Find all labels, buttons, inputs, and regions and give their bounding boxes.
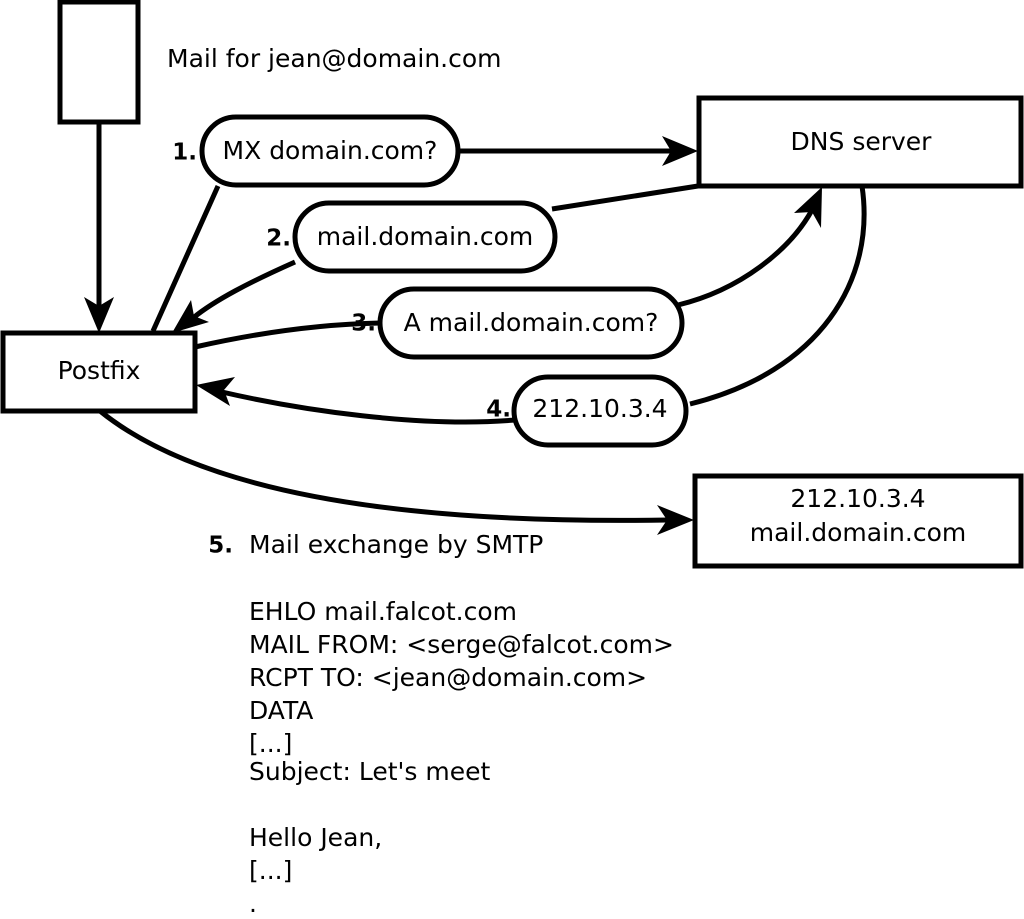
transcript-line: [...] xyxy=(249,729,292,758)
edge-step2-bubble-to-postfix xyxy=(172,259,297,333)
mail-client-box xyxy=(57,0,141,125)
step-4-label: 212.10.3.4 xyxy=(532,394,667,423)
step-3-number: 3. xyxy=(351,311,376,337)
step-3-label: A mail.domain.com? xyxy=(404,308,659,337)
arrow-head-icon xyxy=(794,187,822,228)
step-3: 3. A mail.domain.com? xyxy=(351,286,685,360)
step-2-number: 2. xyxy=(266,226,291,252)
node-mail-client xyxy=(57,0,141,125)
step-1-number: 1. xyxy=(172,140,197,166)
target-server-hostname: mail.domain.com xyxy=(750,518,966,547)
step-4-bubble xyxy=(511,374,689,448)
transcript-line: DATA xyxy=(249,696,313,725)
step-4-number: 4. xyxy=(486,397,511,423)
dns-server-label: DNS server xyxy=(791,127,933,156)
edge-step5-postfix-to-target xyxy=(98,409,694,535)
transcript-line: . xyxy=(249,889,257,918)
step-5-number: 5. xyxy=(208,533,233,559)
transcript-line: Hello Jean, xyxy=(249,823,382,852)
node-postfix: Postfix xyxy=(0,330,198,414)
arrow-head-icon xyxy=(196,377,235,406)
edge-step1-bubble-to-dns xyxy=(458,136,698,166)
edge-step4-bubble-to-postfix xyxy=(196,377,516,425)
arrow-head-icon xyxy=(657,505,694,535)
arrow-head-icon xyxy=(172,300,209,333)
transcript-line: MAIL FROM: <serge@falcot.com> xyxy=(249,630,674,659)
transcript-line: Subject: Let's meet xyxy=(249,757,490,786)
step-2-bubble xyxy=(292,200,558,274)
postfix-box xyxy=(0,330,198,414)
edge-step1-postfix-to-bubble xyxy=(150,184,221,333)
node-target-server: 212.10.3.4 mail.domain.com xyxy=(692,473,1024,569)
arrow-head-icon xyxy=(662,136,698,166)
edge-step3-postfix-to-bubble xyxy=(194,320,381,350)
step-5-label: Mail exchange by SMTP xyxy=(249,530,543,559)
dns-server-box xyxy=(696,95,1024,189)
step-2: 2. mail.domain.com xyxy=(266,200,558,274)
edge-step2-dns-to-bubble xyxy=(551,183,699,212)
step-1-bubble xyxy=(199,114,461,188)
postfix-label: Postfix xyxy=(58,356,141,385)
step-1-label: MX domain.com? xyxy=(223,136,438,165)
edge-client-to-postfix xyxy=(84,122,114,333)
edge-step4-dns-to-bubble xyxy=(689,185,867,407)
target-server-ip: 212.10.3.4 xyxy=(790,484,925,513)
incoming-mail-caption: Mail for jean@domain.com xyxy=(167,44,502,73)
transcript-line: [...] xyxy=(249,856,292,885)
step-3-bubble xyxy=(377,286,685,360)
step-2-label: mail.domain.com xyxy=(317,222,533,251)
step-4: 4. 212.10.3.4 xyxy=(486,374,689,448)
step-1: 1. MX domain.com? xyxy=(172,114,461,188)
step-5: 5. Mail exchange by SMTP xyxy=(208,530,543,559)
transcript-line: RCPT TO: <jean@domain.com> xyxy=(249,663,647,692)
node-dns-server: DNS server xyxy=(696,95,1024,189)
edge-step3-bubble-to-dns xyxy=(677,187,822,308)
arrow-head-icon xyxy=(84,297,114,333)
transcript-line: EHLO mail.falcot.com xyxy=(249,597,517,626)
smtp-transcript: EHLO mail.falcot.com MAIL FROM: <serge@f… xyxy=(249,597,674,918)
target-server-box xyxy=(692,473,1024,569)
